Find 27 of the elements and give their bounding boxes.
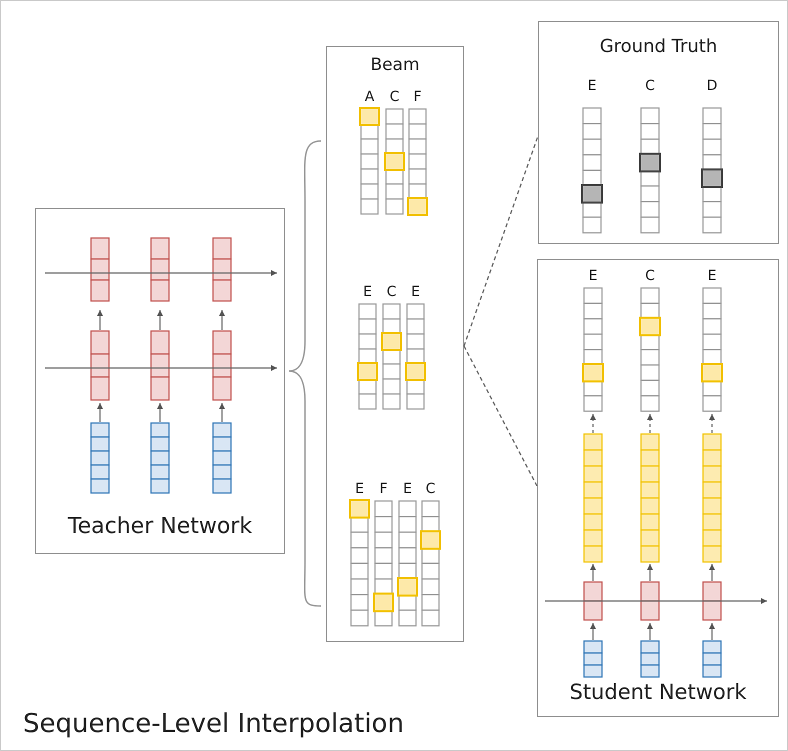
connector [463,346,538,486]
title: Sequence-Level Interpolation [23,709,404,739]
column-letter: E [708,268,716,284]
column-letter: A [364,89,374,105]
column-letter: F [379,481,388,497]
panel-box [326,46,464,642]
column-letter: C [645,268,655,284]
column-letter: C [645,78,655,94]
panel-title: Ground Truth [598,36,718,57]
column-letter: F [413,89,422,105]
connector [463,136,539,346]
column-letter: E [403,481,412,497]
panel-box [538,21,779,244]
column-letter: D [706,78,718,94]
panel-box [35,208,285,554]
column-letter: E [588,268,598,284]
panel-box [537,259,779,717]
panel-title: Teacher Network [66,514,254,539]
panel-title: Student Network [568,680,748,704]
column-letter: E [355,481,364,497]
column-letter: C [426,481,436,497]
column-letter: E [363,284,372,300]
column-letter: E [411,284,420,300]
column-letter: C [390,89,400,105]
column-letter: C [386,284,396,300]
column-letter: E [588,78,596,94]
panel-title: Beam [369,55,421,75]
